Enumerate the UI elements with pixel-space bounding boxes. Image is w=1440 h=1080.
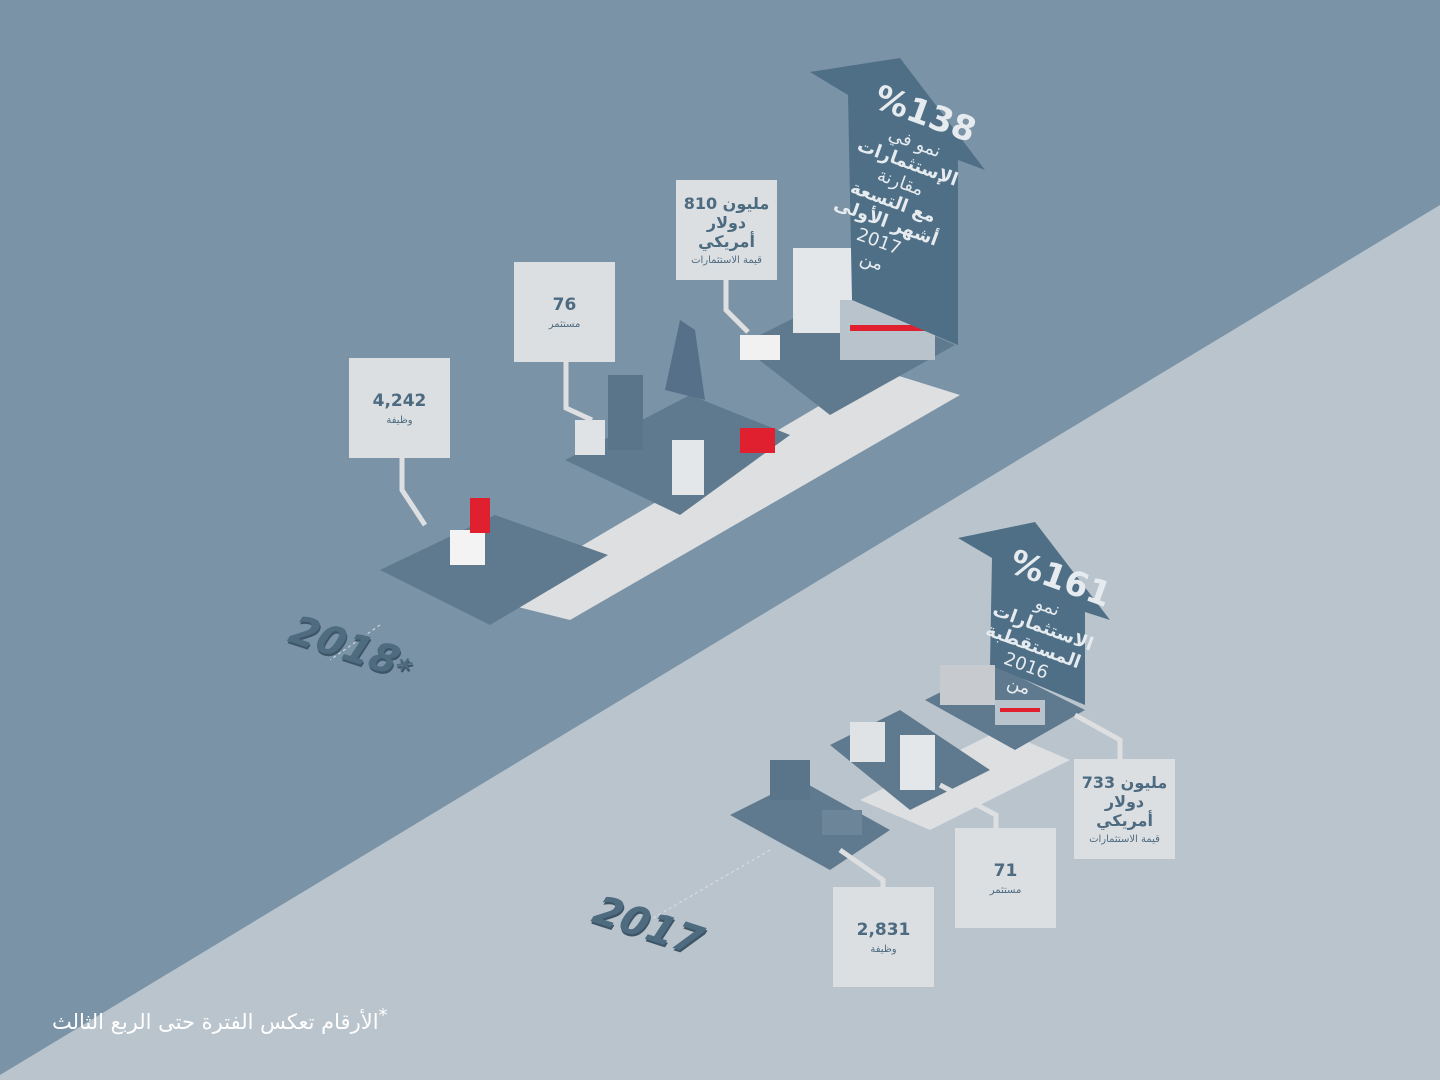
office-desk-icon [450, 530, 485, 565]
year-leader-2018 [329, 624, 381, 661]
investment-line1: 733 مليون [1081, 773, 1168, 792]
connector-jobs-2018 [399, 458, 428, 527]
year-leader-2017 [649, 849, 771, 921]
footnote: *الأرقام تعكس الفترة حتى الربع الثالث [52, 1005, 388, 1034]
investors-value: 76 [552, 294, 577, 315]
investment-line3: أمريكي [1096, 811, 1153, 830]
investors-label: مستثمر [989, 884, 1022, 896]
platform-meeting-2017 [730, 780, 890, 870]
building [608, 375, 643, 450]
connector-investment-2017 [1073, 712, 1123, 760]
jobs-value: 2,831 [856, 919, 911, 940]
connector-investors-2017 [938, 782, 999, 828]
footnote-star: * [378, 1005, 388, 1026]
investment-line2: دولار [1104, 792, 1145, 811]
investment-box-2018: 810 مليون دولار أمريكي قيمة الاستثمارات [676, 180, 777, 280]
reception-desk-icon [822, 810, 862, 835]
platform-office-2018 [380, 515, 608, 625]
connector-investment-2018 [723, 280, 750, 334]
jobs-box-2017: 2,831 وظيفة [833, 887, 934, 987]
money-stacks-icon [995, 700, 1045, 725]
investment-label: قيمة الاستثمارات [1089, 834, 1160, 845]
building [575, 420, 605, 455]
connector-jobs-2017 [838, 847, 886, 887]
investors-box-2017: 71 مستثمر [955, 828, 1056, 928]
handshake-people-icon [770, 760, 810, 800]
building [900, 735, 935, 790]
investors-label: مستثمر [548, 318, 581, 330]
growth-arrow-2018 [810, 58, 985, 345]
jobs-box-2018: 4,242 وظيفة [349, 358, 450, 458]
jobs-value: 4,242 [372, 390, 427, 411]
investment-box-2017: 733 مليون دولار أمريكي قيمة الاستثمارات [1074, 759, 1175, 859]
money-band [850, 325, 930, 331]
investment-line3: أمريكي [698, 232, 755, 251]
jobs-label: وظيفة [386, 414, 413, 426]
investment-label: قيمة الاستثمارات [691, 255, 762, 266]
growth-arrow-2017 [958, 522, 1110, 705]
vending-machine-icon [470, 498, 490, 533]
money-band [1000, 708, 1040, 712]
factory-icon [740, 428, 775, 453]
building [672, 440, 704, 495]
investment-line1: 810 مليون [683, 194, 770, 213]
jobs-label: وظيفة [870, 943, 897, 955]
footnote-text: الأرقام تعكس الفترة حتى الربع الثالث [52, 1010, 379, 1034]
road-2018 [490, 370, 960, 620]
investors-value: 71 [993, 860, 1018, 881]
investors-box-2018: 76 مستثمر [514, 262, 615, 362]
light-region [0, 205, 1440, 1080]
tower-icon [665, 320, 705, 400]
investment-line2: دولار [706, 213, 747, 232]
truck-icon [740, 335, 780, 360]
connector-investors-2018 [563, 362, 594, 423]
construction-building-icon [940, 665, 995, 705]
building [850, 722, 885, 762]
